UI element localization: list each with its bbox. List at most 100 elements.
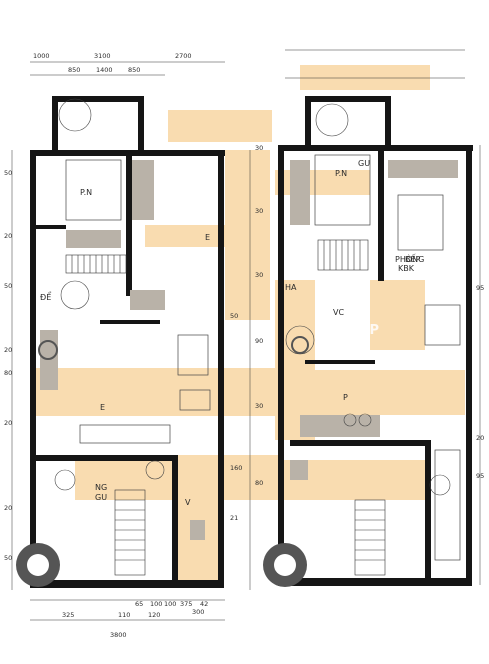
accent-strip — [30, 368, 280, 416]
dimension-label: 325 — [62, 611, 74, 619]
wall — [126, 156, 132, 296]
room-label: E — [100, 403, 105, 412]
door-swing — [60, 280, 90, 310]
plant-icon — [145, 460, 165, 480]
kitchen-counter — [388, 160, 458, 178]
dimension-label: 20 — [4, 419, 12, 427]
wall — [290, 440, 430, 446]
wardrobe — [132, 160, 154, 220]
accent-strip — [275, 370, 465, 415]
table — [177, 334, 209, 376]
toilet — [190, 520, 205, 540]
wall — [30, 150, 225, 156]
dimension-label: 30 — [255, 144, 263, 152]
wall — [30, 150, 36, 588]
wall — [305, 360, 375, 364]
wall — [466, 145, 472, 585]
dimension-label: 375 — [180, 600, 192, 608]
dimension-label: 850 — [128, 66, 140, 74]
wall — [278, 578, 472, 586]
dimension-label: 30 — [255, 207, 263, 215]
watermark: NHADEP — [318, 323, 379, 338]
dimension-label: 850 — [68, 66, 80, 74]
cabinet — [66, 230, 121, 248]
dimension-label: 65 — [135, 600, 143, 608]
wall — [52, 96, 58, 156]
room-label: V — [185, 498, 191, 507]
dimension-label: 3100 — [94, 52, 111, 60]
plant-icon — [429, 474, 451, 496]
wall — [30, 580, 224, 588]
wall — [218, 150, 224, 588]
room-label: P.N — [80, 188, 92, 197]
dimension-label: 21 — [230, 514, 238, 522]
door-swing — [315, 103, 349, 137]
dimension-label: 3800 — [110, 631, 127, 639]
dimension-label: 80 — [255, 479, 263, 487]
wall — [385, 96, 391, 151]
wall — [36, 225, 66, 229]
accent-strip — [275, 170, 370, 195]
room-label: VC — [333, 308, 344, 317]
wall — [138, 96, 144, 156]
dimension-label: 1000 — [33, 52, 50, 60]
room-label: P.N — [335, 169, 347, 178]
accent-strip — [225, 150, 270, 320]
sofa — [130, 290, 165, 310]
door-swing — [58, 98, 92, 132]
dimension-label: 100 — [150, 600, 162, 608]
dimension-label: 95 — [476, 472, 484, 480]
kitchen-counter — [79, 424, 171, 444]
dimension-label: 1400 — [96, 66, 113, 74]
dimension-label: 2700 — [175, 52, 192, 60]
dimension-label: 160 — [230, 464, 242, 472]
staircase — [317, 239, 386, 576]
wall — [172, 455, 178, 580]
accent-strip — [370, 280, 425, 350]
dimension-label: 100 — [164, 600, 176, 608]
bed — [65, 159, 122, 221]
dimension-label: 95 — [476, 284, 484, 292]
dimension-label: 42 — [200, 600, 208, 608]
plant-icon — [54, 469, 76, 491]
room-label: HA — [285, 283, 297, 292]
accent-strip — [300, 65, 430, 90]
left-floor-plan: P.N ĐỂ NG GU E E V 1000 3100 2700 850 14… — [4, 52, 280, 639]
cabinet — [424, 304, 461, 346]
room-label: GU — [95, 493, 107, 502]
brand-logo-icon — [38, 340, 58, 360]
plant-icon — [343, 413, 357, 427]
wardrobe — [434, 449, 461, 561]
dimension-label: 50 — [4, 554, 12, 562]
dimension-label: 90 — [255, 337, 263, 345]
dimension-label: 30 — [255, 402, 263, 410]
dimension-label: 300 — [192, 608, 204, 616]
room-label: NG — [95, 483, 107, 492]
dimension-label: 20 — [4, 232, 12, 240]
room-label: P — [343, 393, 348, 402]
wall — [425, 440, 431, 580]
dimension-label: 50 — [4, 282, 12, 290]
wall — [278, 145, 473, 151]
cabinet — [40, 330, 58, 390]
dining-table — [397, 194, 444, 251]
dimension-label: 110 — [118, 611, 130, 619]
wall — [378, 151, 384, 281]
dimension-label: 50 — [230, 312, 238, 320]
right-floor-plan: P.N GU PHÒNG BẾP KBK VC P HA 95 95 20 — [263, 49, 484, 587]
toilet — [290, 460, 308, 480]
room-label: GU — [358, 159, 370, 168]
dimension-label: 20 — [4, 504, 12, 512]
accent-strip — [168, 110, 272, 142]
watermark: NHADEP — [82, 339, 143, 354]
wall — [305, 96, 311, 151]
room-label: BẾP — [405, 253, 421, 264]
wall — [278, 145, 284, 585]
wall — [100, 320, 160, 324]
room-label: E — [205, 233, 210, 242]
dimension-label: 120 — [148, 611, 160, 619]
brand-logo-icon — [274, 554, 296, 576]
room-label: KBK — [398, 264, 415, 273]
dimension-label: 20 — [4, 346, 12, 354]
